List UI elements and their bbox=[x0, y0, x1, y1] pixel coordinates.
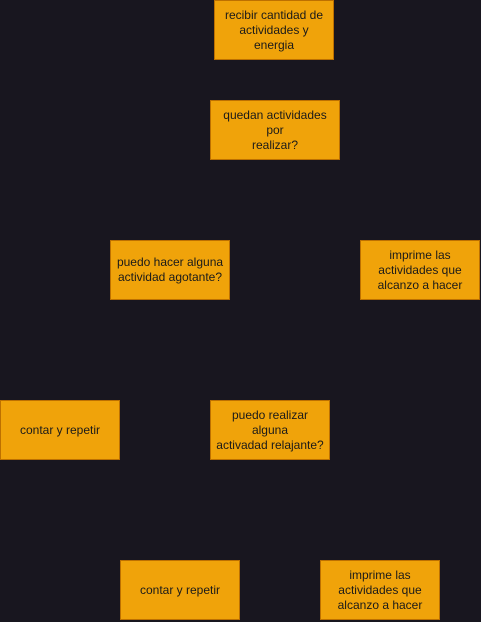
node-label: contar y repetir bbox=[19, 422, 101, 437]
node-print-activities-bottom[interactable]: imprime las actividades que alcanzo a ha… bbox=[320, 560, 440, 620]
node-relaxing-activity-decision[interactable]: puedo realizar alguna activadad relajant… bbox=[210, 400, 330, 460]
node-count-repeat-left[interactable]: contar y repetir bbox=[0, 400, 120, 460]
node-label: puedo realizar alguna activadad relajant… bbox=[216, 407, 324, 452]
node-activities-remaining-decision[interactable]: quedan actividades por realizar? bbox=[210, 100, 340, 160]
node-label: puedo hacer alguna actividad agotante? bbox=[116, 255, 224, 284]
node-exhausting-activity-decision[interactable]: puedo hacer alguna actividad agotante? bbox=[110, 240, 230, 300]
node-receive-input[interactable]: recibir cantidad de actividades y energi… bbox=[214, 0, 334, 60]
node-print-activities-top[interactable]: imprime las actividades que alcanzo a ha… bbox=[360, 240, 480, 300]
node-label: imprime las actividades que alcanzo a ha… bbox=[377, 247, 463, 292]
node-label: contar y repetir bbox=[139, 582, 221, 597]
node-label: recibir cantidad de actividades y energi… bbox=[224, 7, 324, 52]
node-label: quedan actividades por realizar? bbox=[223, 107, 327, 152]
node-count-repeat-bottom[interactable]: contar y repetir bbox=[120, 560, 240, 620]
node-label: imprime las actividades que alcanzo a ha… bbox=[337, 567, 423, 612]
